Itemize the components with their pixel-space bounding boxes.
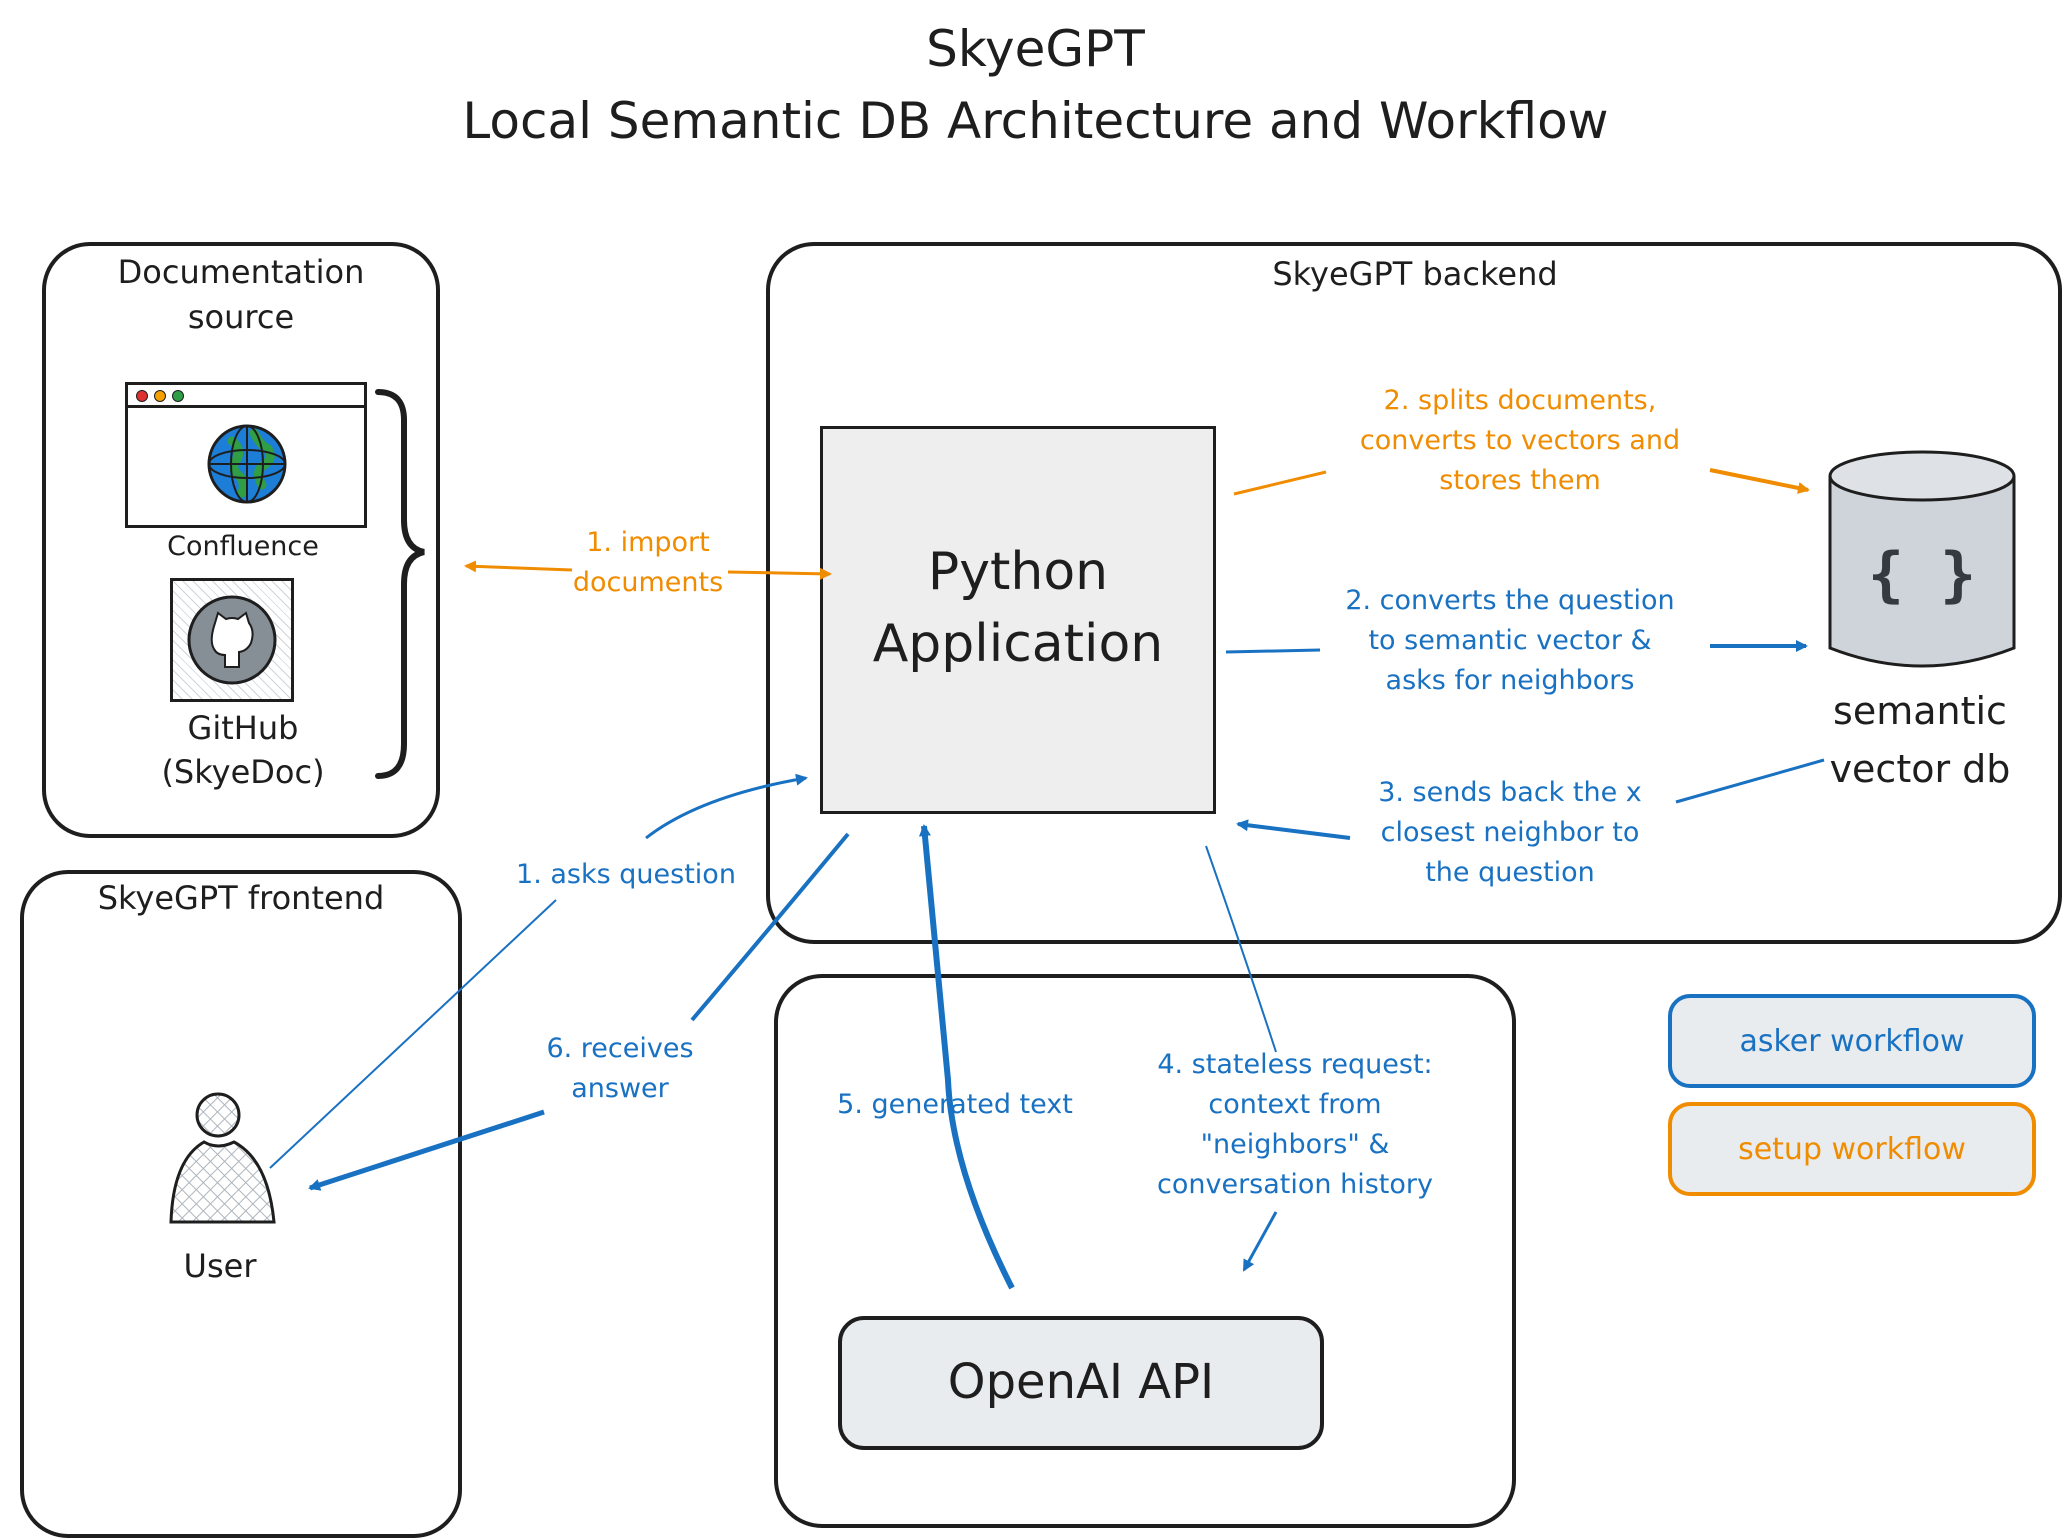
splits-label-line2: converts to vectors and <box>1359 425 1681 456</box>
convert-label-line1: 2. converts the question <box>1345 585 1675 616</box>
receives-arrow-head <box>308 1109 545 1191</box>
openai-api-box <box>838 1316 1324 1450</box>
python-application-label-line1: Python <box>927 542 1109 602</box>
splits-label-line1: 2. splits documents, <box>1383 385 1657 416</box>
legend-setup-label: setup workflow <box>1738 1131 1966 1167</box>
import-arrow-left <box>464 560 573 573</box>
documentation-source-title-line1: Documentation <box>117 253 365 291</box>
convert-label-line3: asks for neighbors <box>1385 665 1635 696</box>
sends-label-line2: closest neighbor to <box>1380 817 1640 848</box>
vector-db-label-line1: semantic <box>1833 689 2007 733</box>
asks-arrow-head <box>645 773 808 840</box>
import-label-line1: 1. import <box>586 527 710 558</box>
openai-api-label: OpenAI API <box>947 1354 1215 1410</box>
sends-arrow-head <box>1236 819 1351 840</box>
legend-setup-workflow: setup workflow <box>1668 1102 2036 1196</box>
user-icon <box>169 1092 276 1224</box>
receives-label-line2: answer <box>571 1073 669 1104</box>
legend-asker-workflow: asker workflow <box>1668 994 2036 1088</box>
convert-label-line2: to semantic vector & <box>1368 625 1652 656</box>
user-label: User <box>183 1247 257 1285</box>
diagram-title-line1: SkyeGPT <box>926 20 1145 78</box>
sends-label-line1: 3. sends back the x <box>1378 777 1642 808</box>
receives-arrow-top <box>690 832 850 1022</box>
vector-db-label-line2: vector db <box>1829 747 2011 791</box>
database-braces-icon: { } <box>1867 540 1977 610</box>
globe-icon <box>207 424 287 504</box>
import-label-line2: documents <box>572 567 724 598</box>
stateless-label-line4: conversation history <box>1157 1169 1433 1200</box>
import-arrow-right <box>727 567 832 580</box>
stateless-label-line2: context from <box>1208 1089 1382 1120</box>
stateless-label-line3: "neighbors" & <box>1200 1129 1390 1160</box>
python-application-label-line2: Application <box>872 614 1164 674</box>
database-icon <box>1828 450 2016 668</box>
documentation-source-title-line2: source <box>187 298 295 336</box>
confluence-browser-window <box>125 382 367 528</box>
splits-arrow-head <box>1709 468 1810 494</box>
frontend-title: SkyeGPT frontend <box>97 879 385 917</box>
backend-title: SkyeGPT backend <box>1272 255 1558 293</box>
github-label-line1: GitHub <box>187 709 299 747</box>
legend-asker-label: asker workflow <box>1739 1023 1965 1059</box>
documentation-source-container <box>42 242 440 838</box>
github-logo-frame <box>170 578 294 702</box>
receives-label-line1: 6. receives <box>546 1033 694 1064</box>
asks-arrow <box>269 899 557 1169</box>
stateless-arrow-top <box>1205 845 1277 1053</box>
sources-brace <box>375 389 425 779</box>
github-icon <box>187 595 277 685</box>
stateless-label-line1: 4. stateless request: <box>1157 1049 1433 1080</box>
confluence-label: Confluence <box>167 531 319 562</box>
python-application-box <box>820 426 1216 814</box>
splits-label-line3: stores them <box>1439 465 1601 496</box>
sends-arrow-tail <box>1675 758 1825 804</box>
sends-label-line3: the question <box>1425 857 1595 888</box>
splits-arrow-tail <box>1233 470 1327 496</box>
generated-label: 5. generated text <box>837 1089 1073 1120</box>
diagram-title-line2: Local Semantic DB Architecture and Workf… <box>462 92 1609 150</box>
github-label-line2: (SkyeDoc) <box>161 753 325 791</box>
stateless-arrow-head <box>1242 1211 1278 1272</box>
generated-arrow <box>918 824 1015 1290</box>
convert-arrow-tail <box>1225 648 1321 654</box>
asks-label: 1. asks question <box>516 859 736 890</box>
